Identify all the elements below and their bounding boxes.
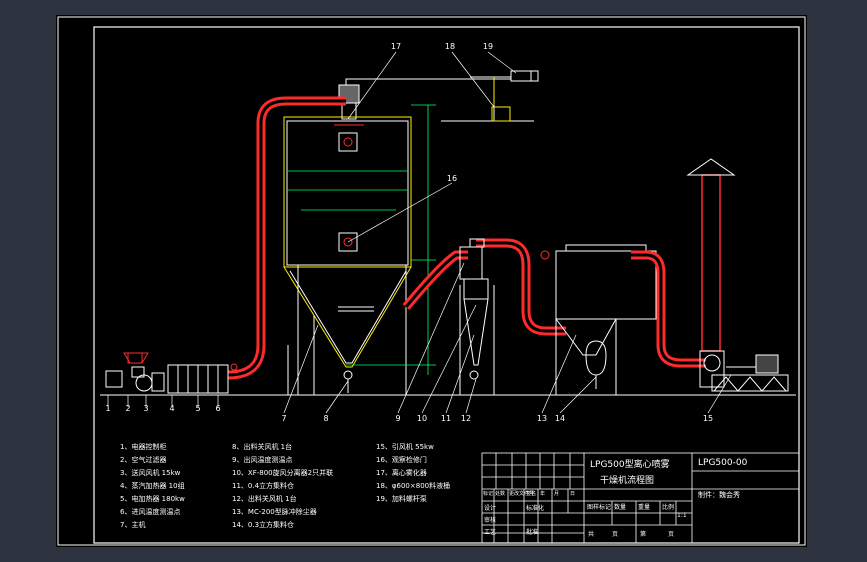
legend-item: 7、主机 [120, 521, 146, 529]
legend-item: 18、φ600×800料液桶 [376, 482, 451, 490]
callout-9: 9 [395, 414, 400, 423]
callout-16: 16 [447, 174, 457, 183]
title-block-label: 工艺 [484, 529, 497, 536]
callout-1: 1 [105, 404, 110, 413]
drawing-scale: 1:1 [677, 512, 687, 519]
legend-item: 4、蒸汽加热器 10组 [120, 482, 185, 490]
legend-item: 16、观察检修门 [376, 456, 427, 464]
inlet-equipment [105, 352, 238, 394]
feed-system [345, 70, 539, 122]
cyclone-separators [459, 238, 495, 395]
title-block-label: 页 [612, 531, 619, 538]
title-block-label: 更改文件号 [509, 491, 535, 497]
legend-item: 2、空气过滤器 [120, 456, 167, 464]
outer-frame [57, 16, 806, 546]
title-block-label: 月 [554, 491, 560, 497]
title-block-label: 批准 [526, 529, 539, 536]
title-block-label: 审核 [484, 517, 497, 524]
title-block-label: 标记 [483, 491, 494, 497]
drawing-title-line2: 干燥机流程图 [600, 476, 655, 486]
pulse-dust-collector [540, 244, 657, 395]
legend-item: 12、出料关风机 1台 [232, 495, 297, 503]
drawing-number: LPG500-00 [698, 458, 748, 468]
callout-7: 7 [281, 414, 286, 423]
legend-item: 9、出风温度测温点 [232, 456, 293, 464]
title-block-lines [481, 452, 800, 544]
legend-item: 8、出料关风机 1台 [232, 443, 293, 451]
callout-4: 4 [169, 404, 174, 413]
main-chamber [283, 116, 412, 395]
callout-15: 15 [703, 414, 713, 423]
legend-column-1: 1、电器控制柜 2、空气过滤器 3、送风风机 15kw 4、蒸汽加热器 10组 5、电加… [120, 443, 185, 534]
title-block-label: 年 [540, 491, 546, 497]
legend-item: 13、MC-200型脉冲除尘器 [232, 508, 317, 516]
inlet-air-duct [227, 96, 346, 380]
title-block-label: 标准化 [526, 505, 545, 512]
title-block-label: 共 [588, 531, 595, 538]
induced-draft-fan [699, 350, 789, 392]
callout-6: 6 [215, 404, 220, 413]
title-block-label: 重量 [638, 504, 651, 511]
title-block-label: 比例 [662, 504, 675, 511]
legend-item: 19、加料螺杆泵 [376, 495, 427, 503]
title-block-label: 数量 [614, 504, 627, 511]
legend-item: 11、0.4立方集料仓 [232, 482, 295, 490]
legend-item: 3、送风风机 15kw [120, 469, 181, 477]
legend-item: 5、电加热器 180kw [120, 495, 185, 503]
leader-lines [107, 51, 732, 414]
callout-19: 19 [483, 42, 493, 51]
callout-11: 11 [441, 414, 451, 423]
title-block-label: 第 [640, 531, 647, 538]
legend-item: 1、电器控制柜 [120, 443, 167, 451]
legend-item: 14、0.3立方集料仓 [232, 521, 295, 529]
title-block-label: 日 [570, 491, 576, 497]
legend-item: 15、引风机 55kw [376, 443, 434, 451]
exhaust-duct [631, 158, 736, 368]
legend-item: 6、进风温度测温点 [120, 508, 181, 516]
title-block-label: 签名 [526, 491, 537, 497]
outlet-duct [402, 238, 566, 336]
dimension-lines [287, 104, 436, 375]
callout-12: 12 [461, 414, 471, 423]
drawing-maker: 制件：魏会秀 [698, 491, 740, 499]
callout-13: 13 [537, 414, 547, 423]
title-block-label: 处数 [495, 491, 506, 497]
callout-18: 18 [445, 42, 455, 51]
callout-5: 5 [195, 404, 200, 413]
legend-column-2: 8、出料关风机 1台 9、出风温度测温点 10、XF-800旋风分离器2只并联 11、… [232, 443, 333, 534]
callout-14: 14 [555, 414, 565, 423]
callout-8: 8 [323, 414, 328, 423]
legend-column-3: 15、引风机 55kw 16、观察检修门 17、离心雾化器 18、φ600×800料液… [376, 443, 450, 508]
legend-item: 17、离心雾化器 [376, 469, 427, 477]
callout-17: 17 [391, 42, 401, 51]
title-block-label: 设计 [484, 505, 497, 512]
inner-frame [93, 26, 800, 544]
title-block-label: 页 [668, 531, 675, 538]
title-block-label: 图样标记 [587, 504, 612, 511]
callout-3: 3 [143, 404, 148, 413]
callout-10: 10 [417, 414, 427, 423]
callout-2: 2 [125, 404, 130, 413]
legend-item: 10、XF-800旋风分离器2只并联 [232, 469, 334, 477]
drawing-title-line1: LPG500型离心喷雾 [590, 460, 670, 470]
